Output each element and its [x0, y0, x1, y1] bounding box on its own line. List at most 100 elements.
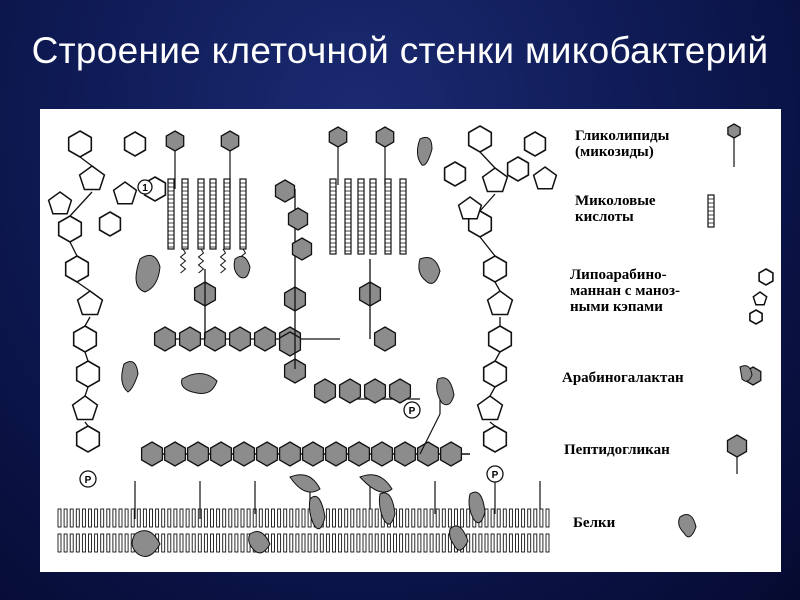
protein-blob: [416, 136, 433, 166]
membrane-lipid-upper: [515, 508, 519, 528]
protein-blob: [378, 492, 396, 525]
lam-hexagon: [482, 425, 508, 453]
protein-blob: [289, 474, 321, 493]
membrane-lipid-lower: [429, 533, 434, 553]
membrane-lipid-upper: [539, 508, 544, 528]
membrane-lipid-lower: [228, 533, 233, 553]
membrane-lipid-lower: [393, 533, 397, 553]
membrane-lipid-lower: [112, 533, 117, 553]
mycolic-acid-strand: [369, 178, 377, 255]
label-circle: [403, 401, 421, 419]
label-circle: [79, 470, 97, 488]
membrane-lipid-lower: [490, 533, 495, 553]
membrane-lipid-upper: [283, 508, 288, 528]
lam-hexagon: [487, 325, 513, 353]
membrane-lipid-upper: [338, 508, 343, 528]
legend-proteins-line-1: Белки: [573, 515, 616, 531]
protein-blob: [233, 255, 251, 279]
membrane-lipid-upper: [246, 508, 251, 528]
membrane-lipid-lower: [502, 533, 507, 553]
membrane-lipid-upper: [350, 508, 355, 528]
protein-layer: [121, 136, 486, 557]
membrane-lipid-upper: [466, 508, 471, 528]
membrane-lipid-lower: [332, 533, 336, 553]
membrane-lipid-upper: [356, 508, 361, 528]
membrane-lipid-lower: [289, 533, 294, 553]
mycolic-acid-strand: [197, 178, 205, 250]
membrane-lipid-upper: [454, 508, 458, 528]
membrane-lipid-lower: [380, 533, 385, 553]
membrane-lipid-upper: [69, 508, 74, 528]
membrane-lipid-upper: [264, 508, 269, 528]
lam-hexagon: [482, 360, 508, 388]
legend-glycolipids-label: Гликолипиды (микозиды): [575, 128, 669, 160]
membrane-lipid-lower: [472, 533, 477, 553]
membrane-lipid-upper: [496, 508, 501, 528]
membrane-lipid-lower: [295, 533, 300, 553]
membrane-lipid-upper: [81, 508, 86, 528]
membrane-lipid-upper: [301, 508, 306, 528]
arabinose-marker: 1: [137, 179, 153, 195]
peptidoglycan-unit: [393, 441, 417, 467]
membrane-lipid-upper: [344, 508, 349, 528]
mycolic-acid-strand: [181, 178, 189, 250]
arabinogalactan-unit: [388, 378, 412, 404]
membrane-lipid-lower: [533, 533, 538, 553]
membrane-lipid-lower: [344, 533, 349, 553]
peptidoglycan-layer: [134, 441, 541, 519]
membrane-lipid-upper: [63, 508, 68, 528]
membrane-lipid-upper: [106, 508, 111, 528]
membrane-lipid-upper: [545, 508, 550, 528]
membrane-lipid-upper: [435, 508, 440, 528]
membrane-lipid-lower: [222, 533, 227, 553]
arabinogalactan-unit: [338, 378, 362, 404]
membrane-lipid-lower: [338, 533, 343, 553]
membrane-lipid-upper: [75, 508, 80, 528]
lam-pentagon: [476, 395, 504, 421]
membrane-lipid-upper: [295, 508, 300, 528]
membrane-lipid-upper: [179, 508, 184, 528]
membrane-lipid-upper: [405, 508, 410, 528]
lam-pentagon: [78, 165, 106, 191]
mycolic-acid-layer: [167, 178, 407, 274]
lam-pentagon: [71, 395, 99, 421]
glycolipid-head: [165, 130, 185, 152]
membrane-lipid-upper: [502, 508, 507, 528]
arabinogalactan-branch-unit: [278, 331, 302, 357]
membrane-lipid-upper: [271, 508, 275, 528]
membrane-lipid-upper: [124, 508, 129, 528]
peptidoglycan-unit: [186, 441, 210, 467]
mycolic-acid: [399, 178, 407, 255]
lam-hexagon: [64, 255, 90, 283]
protein-blob: [468, 491, 486, 524]
membrane-lipid-upper: [191, 508, 196, 528]
legend-glycolipids-line-2: (микозиды): [575, 144, 654, 160]
peptidoglycan-unit: [209, 441, 233, 467]
lam-hexagon: [506, 156, 530, 182]
membrane-lipid-lower: [210, 533, 214, 553]
membrane-lipid-lower: [179, 533, 184, 553]
lam-hexagon: [72, 325, 98, 353]
mycolic-acid-strand: [209, 178, 217, 250]
lipid-tail: [197, 248, 205, 274]
lam-linker: [76, 281, 91, 292]
peptidoglycan-unit: [370, 441, 394, 467]
mycolic-acid-strand: [344, 178, 352, 255]
lam-hexagon: [98, 211, 122, 237]
mycolic-acid: [197, 178, 205, 250]
membrane-lipid-lower: [271, 533, 275, 553]
membrane-lipid-lower: [185, 533, 190, 553]
mycolic-acid: [167, 178, 175, 250]
lam-hexagon: [523, 131, 547, 157]
peptidoglycan-icon: [726, 434, 748, 458]
lipoarabinomannan-icon-hex: [758, 268, 774, 286]
peptidoglycan-unit: [301, 441, 325, 467]
legend-arabinogalactan-label: Арабиногалактан: [562, 370, 684, 386]
membrane-lipid-upper: [368, 508, 373, 528]
membrane-lipid-lower: [216, 533, 221, 553]
membrane-lipid-lower: [240, 533, 245, 553]
protein-blob: [248, 531, 271, 554]
lipid-tail: [179, 248, 187, 274]
membrane-lipid-lower: [69, 533, 74, 553]
